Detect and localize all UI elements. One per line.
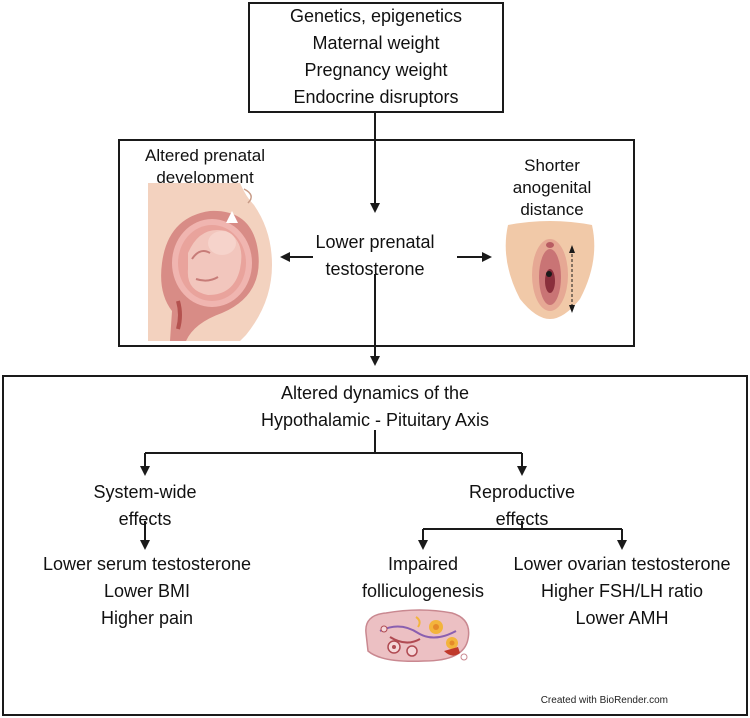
reproductive-effects-label: Reproductive effects <box>447 479 597 533</box>
label-line: Impaired <box>387 554 459 574</box>
ovary-illustration <box>365 609 470 663</box>
effect-line: Higher pain <box>100 608 194 628</box>
system-effects-list: Lower serum testosterone Lower BMI Highe… <box>22 551 272 632</box>
system-wide-effects-label: System-wide effects <box>70 479 220 533</box>
center-line: testosterone <box>325 259 425 279</box>
impaired-folliculogenesis-label: Impaired folliculogenesis <box>358 551 488 605</box>
label-line: Reproductive <box>468 482 576 502</box>
label-line: effects <box>118 509 172 529</box>
biorender-credit: Created with BioRender.com <box>540 695 668 706</box>
risk-factor-endocrine-disruptors: Endocrine disruptors <box>293 87 459 107</box>
effect-line: Lower BMI <box>103 581 191 601</box>
center-line: Lower prenatal <box>315 232 435 252</box>
lower-prenatal-testosterone: Lower prenatal testosterone <box>305 229 445 283</box>
effect-line: Lower serum testosterone <box>42 554 252 574</box>
vulva-illustration <box>505 221 595 319</box>
prenatal-box <box>118 139 635 347</box>
effect-line: Lower ovarian testosterone <box>513 554 731 574</box>
effect-line: Higher FSH/LH ratio <box>540 581 704 601</box>
title-line: Altered dynamics of the <box>280 383 470 403</box>
risk-factors-box <box>248 2 504 113</box>
caption-line: Shorter <box>524 156 580 175</box>
title-line: Hypothalamic - Pituitary Axis <box>260 410 490 430</box>
caption-line: distance <box>520 200 584 219</box>
pregnant-uterus-illustration <box>148 183 272 341</box>
hpa-box <box>2 375 748 716</box>
effect-line: Lower AMH <box>575 608 669 628</box>
caption-line: development <box>156 168 254 187</box>
risk-factor-pregnancy-weight: Pregnancy weight <box>304 60 448 80</box>
altered-prenatal-caption: Altered prenatal development <box>130 145 280 189</box>
label-line: System-wide <box>93 482 197 502</box>
risk-factors-text: Genetics, epigenetics Maternal weight Pr… <box>248 3 504 111</box>
caption-line: anogenital <box>512 178 592 197</box>
risk-factor-genetics: Genetics, epigenetics <box>289 6 463 26</box>
label-line: effects <box>495 509 549 529</box>
caption-line: Altered prenatal <box>144 146 266 165</box>
ovarian-effects-list: Lower ovarian testosterone Higher FSH/LH… <box>500 551 744 632</box>
anogenital-caption: Shorter anogenital distance <box>492 155 612 221</box>
label-line: folliculogenesis <box>361 581 485 601</box>
hpa-title: Altered dynamics of the Hypothalamic - P… <box>225 380 525 434</box>
risk-factor-maternal-weight: Maternal weight <box>312 33 440 53</box>
